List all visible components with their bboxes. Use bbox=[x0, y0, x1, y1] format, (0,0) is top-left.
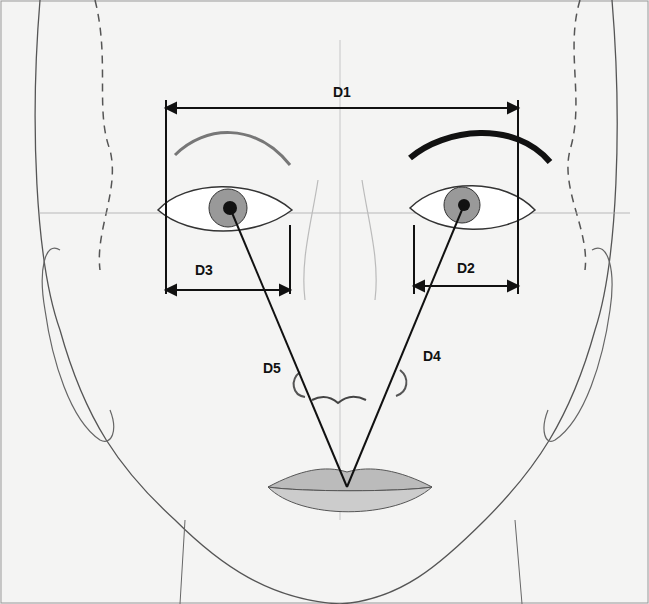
dimension-label: D4 bbox=[423, 349, 441, 363]
dimension-label: D3 bbox=[195, 263, 213, 277]
dimension-label: D1 bbox=[333, 85, 351, 99]
dimension-label: D5 bbox=[263, 361, 281, 375]
dimension-label: D2 bbox=[457, 261, 475, 275]
